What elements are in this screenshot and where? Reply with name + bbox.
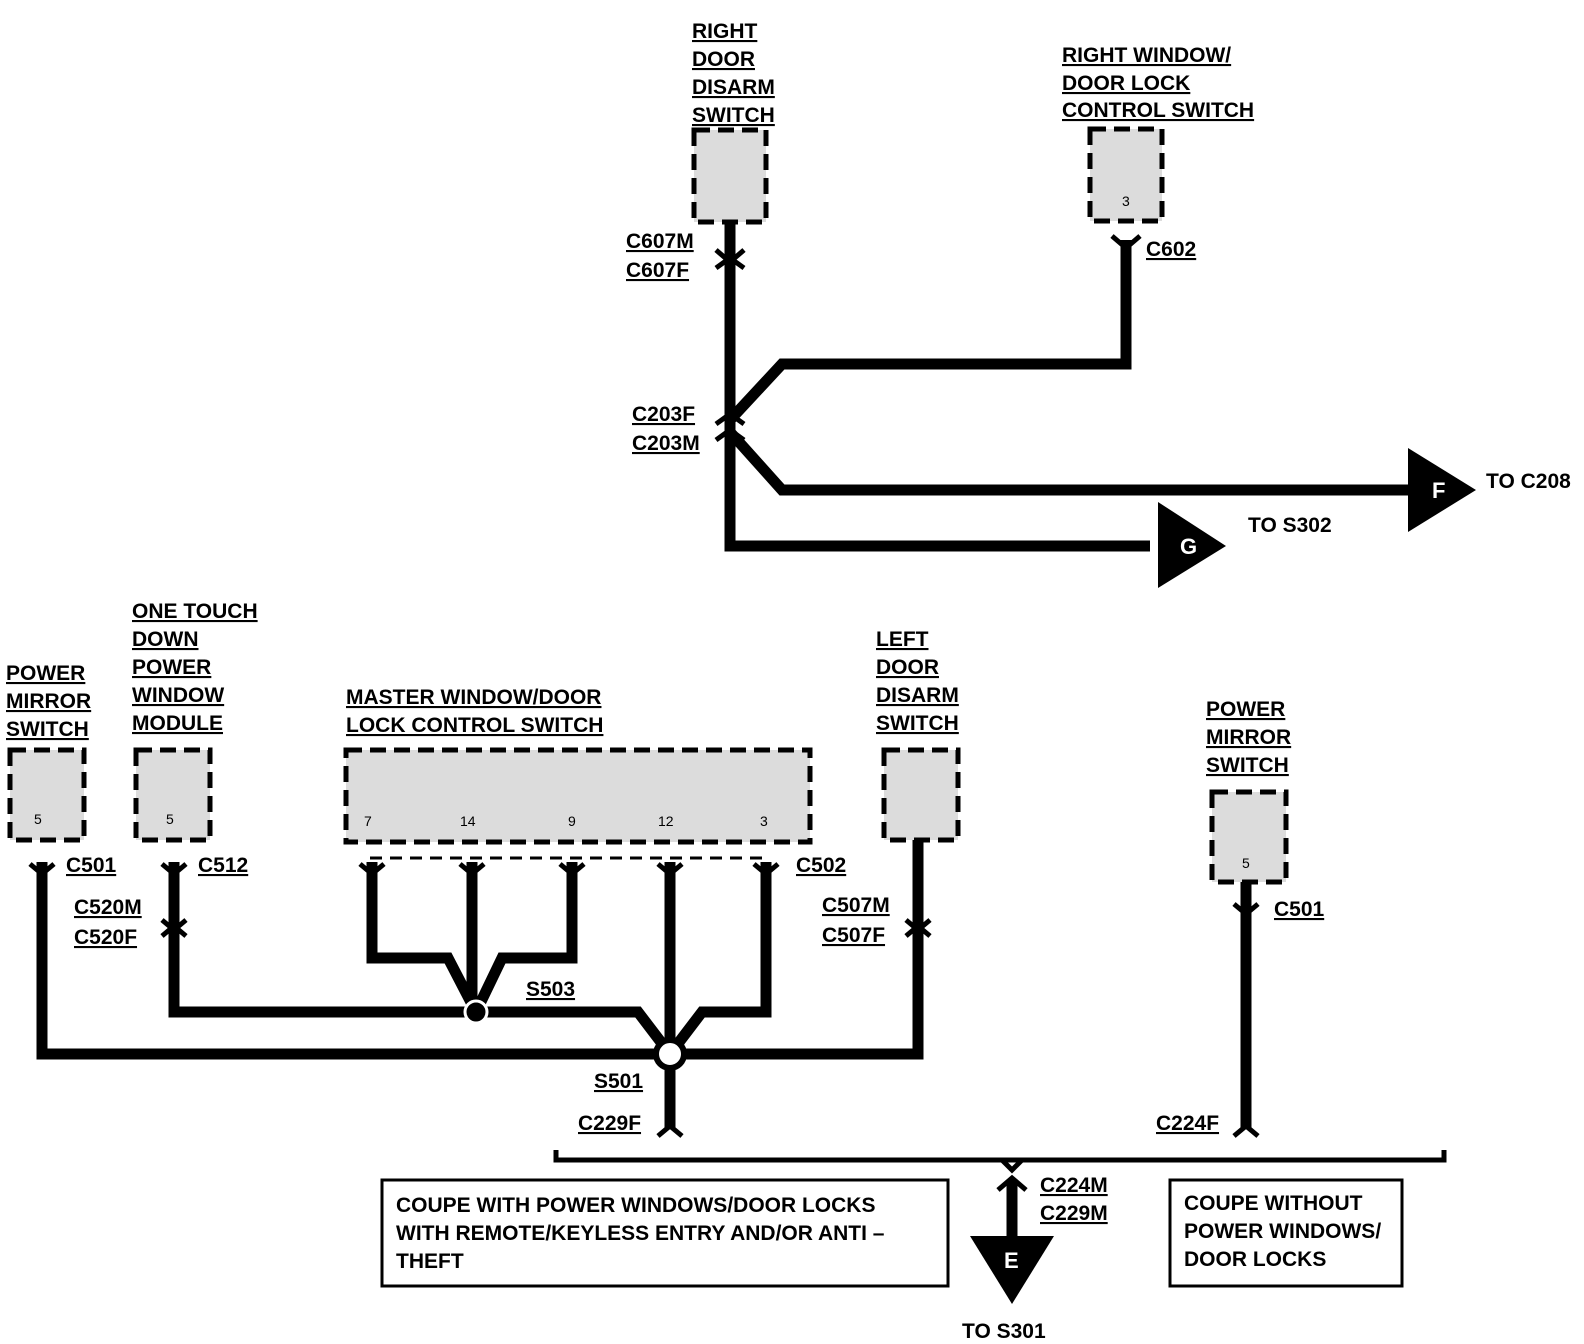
connector-c507f: C507F bbox=[822, 924, 885, 947]
connector-c229m: C229M bbox=[1040, 1202, 1108, 1225]
note-coupe-with-box bbox=[380, 1178, 950, 1288]
one-touch-pin: 5 bbox=[166, 811, 174, 827]
one-touch-label-5: MODULE bbox=[132, 712, 223, 735]
connector-c203m: C203M bbox=[632, 432, 700, 455]
one-touch-label-1: ONE TOUCH bbox=[132, 600, 258, 623]
left-door-disarm-label-1: LEFT bbox=[876, 628, 929, 651]
connector-c602: C602 bbox=[1146, 238, 1196, 261]
arrow-e-letter: E bbox=[1004, 1248, 1019, 1273]
arrow-f-target: TO C208 bbox=[1486, 470, 1571, 493]
right-door-disarm-label-2: DOOR bbox=[692, 48, 755, 71]
note-coupe-without-line-1: COUPE WITHOUT bbox=[1184, 1192, 1363, 1215]
arrow-g-target: TO S302 bbox=[1248, 514, 1332, 537]
note-coupe-without-box bbox=[1168, 1178, 1404, 1288]
one-touch-label-2: DOWN bbox=[132, 628, 199, 651]
splice-s503-dot bbox=[463, 999, 489, 1025]
left-door-disarm-box bbox=[881, 747, 961, 843]
note-coupe-with: COUPE WITH POWER WINDOWS/DOOR LOCKS WITH… bbox=[380, 1178, 950, 1288]
left-door-disarm-label-3: DISARM bbox=[876, 684, 959, 707]
power-mirror-right-pin: 5 bbox=[1242, 855, 1250, 871]
arrow-g-icon bbox=[1158, 502, 1226, 588]
arrow-f-icon bbox=[1408, 448, 1476, 532]
one-touch-down-power-window-module: ONE TOUCH DOWN POWER WINDOW MODULE 5 bbox=[132, 600, 258, 843]
right-door-disarm-switch: RIGHT DOOR DISARM SWITCH bbox=[691, 20, 775, 225]
splice-s503: S503 bbox=[526, 978, 575, 1001]
right-door-disarm-label-3: DISARM bbox=[692, 76, 775, 99]
right-door-disarm-label-4: SWITCH bbox=[692, 104, 775, 127]
bottom-wiring bbox=[28, 840, 1447, 1174]
left-door-disarm-switch: LEFT DOOR DISARM SWITCH bbox=[876, 628, 961, 843]
connector-c203f: C203F bbox=[632, 403, 695, 426]
right-window-switch-pin: 3 bbox=[1122, 193, 1130, 209]
power-mirror-right-label-1: POWER bbox=[1206, 698, 1285, 721]
master-switch-label-1: MASTER WINDOW/DOOR bbox=[346, 686, 601, 709]
arrow-f-letter: F bbox=[1432, 478, 1445, 503]
note-coupe-without: COUPE WITHOUT POWER WINDOWS/ DOOR LOCKS bbox=[1168, 1178, 1404, 1288]
one-touch-label-3: POWER bbox=[132, 656, 211, 679]
connector-c224m: C224M bbox=[1040, 1174, 1108, 1197]
note-coupe-without-line-3: DOOR LOCKS bbox=[1184, 1248, 1326, 1271]
arrow-e-icon bbox=[970, 1236, 1054, 1304]
right-window-switch-label-2: DOOR LOCK bbox=[1062, 72, 1190, 95]
master-pin-14: 14 bbox=[460, 813, 476, 829]
one-touch-label-4: WINDOW bbox=[132, 684, 224, 707]
connector-c607f: C607F bbox=[626, 259, 689, 282]
master-switch-label-2: LOCK CONTROL SWITCH bbox=[346, 714, 603, 737]
right-window-switch-box bbox=[1087, 126, 1165, 224]
power-mirror-left-label-2: MIRROR bbox=[6, 690, 91, 713]
note-coupe-with-line-3: THEFT bbox=[396, 1250, 464, 1273]
splice-s501: S501 bbox=[594, 1070, 643, 1093]
power-mirror-left-pin: 5 bbox=[34, 811, 42, 827]
arrow-g-letter: G bbox=[1180, 534, 1197, 559]
note-coupe-without-line-2: POWER WINDOWS/ bbox=[1184, 1220, 1381, 1243]
master-window-door-lock-control-switch: MASTER WINDOW/DOOR LOCK CONTROL SWITCH 7… bbox=[343, 686, 813, 860]
master-pin-3: 3 bbox=[760, 813, 768, 829]
connector-c512: C512 bbox=[198, 854, 248, 877]
arrow-f: F TO C208 bbox=[1408, 448, 1571, 532]
power-mirror-right-label-3: SWITCH bbox=[1206, 754, 1289, 777]
power-mirror-switch-right: POWER MIRROR SWITCH 5 bbox=[1206, 698, 1291, 885]
connector-c607m: C607M bbox=[626, 230, 694, 253]
left-door-disarm-label-2: DOOR bbox=[876, 656, 939, 679]
splice-s501-dot bbox=[653, 1037, 687, 1071]
power-mirror-left-label-1: POWER bbox=[6, 662, 85, 685]
arrow-e: E TO S301 bbox=[962, 1174, 1054, 1343]
note-coupe-with-line-2: WITH REMOTE/KEYLESS ENTRY AND/OR ANTI – bbox=[396, 1222, 885, 1245]
master-pin-12: 12 bbox=[658, 813, 674, 829]
power-mirror-switch-left: POWER MIRROR SWITCH 5 bbox=[6, 662, 91, 843]
connector-c507m: C507M bbox=[822, 894, 890, 917]
connector-c502: C502 bbox=[796, 854, 846, 877]
connector-c501-left: C501 bbox=[66, 854, 117, 877]
right-window-switch-label-1: RIGHT WINDOW/ bbox=[1062, 44, 1231, 67]
power-mirror-right-label-2: MIRROR bbox=[1206, 726, 1291, 749]
one-touch-box bbox=[133, 747, 213, 843]
arrow-g: G TO S302 bbox=[1158, 502, 1332, 588]
right-door-disarm-switch-box bbox=[691, 127, 769, 225]
connector-c520m: C520M bbox=[74, 896, 142, 919]
master-pin-7: 7 bbox=[364, 813, 372, 829]
connector-c501-right: C501 bbox=[1274, 898, 1325, 921]
connector-c520f: C520F bbox=[74, 926, 137, 949]
top-wiring bbox=[714, 222, 1410, 552]
note-coupe-with-line-1: COUPE WITH POWER WINDOWS/DOOR LOCKS bbox=[396, 1194, 875, 1217]
power-mirror-left-box bbox=[7, 747, 87, 843]
master-pin-9: 9 bbox=[568, 813, 576, 829]
right-door-disarm-label-1: RIGHT bbox=[692, 20, 758, 43]
right-window-switch-label-3: CONTROL SWITCH bbox=[1062, 99, 1254, 122]
master-switch-box bbox=[343, 747, 813, 845]
right-window-door-lock-control-switch: RIGHT WINDOW/ DOOR LOCK CONTROL SWITCH 3 bbox=[1062, 44, 1254, 224]
left-door-disarm-label-4: SWITCH bbox=[876, 712, 959, 735]
connector-c224f: C224F bbox=[1156, 1112, 1219, 1135]
connector-c229f: C229F bbox=[578, 1112, 641, 1135]
power-mirror-left-label-3: SWITCH bbox=[6, 718, 89, 741]
arrow-e-target: TO S301 bbox=[962, 1320, 1046, 1343]
